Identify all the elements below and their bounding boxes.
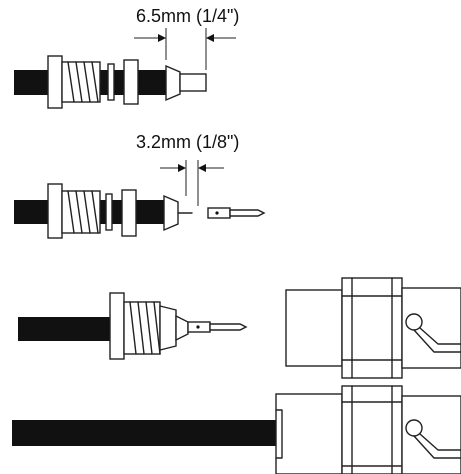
dielectric-cone	[165, 64, 181, 102]
pin-length-label: 3.2mm (1/8")	[136, 132, 239, 152]
step-4-installed-connector	[12, 385, 461, 474]
ferrule-ring	[107, 63, 115, 101]
strip-length-label: 6.5mm (1/4")	[136, 6, 239, 26]
sleeve	[159, 305, 177, 351]
strip-length-dimension: 6.5mm (1/4")	[134, 6, 239, 70]
plug-shell	[285, 289, 343, 367]
compression-nut	[109, 292, 125, 360]
center-pin	[207, 207, 266, 219]
coupling-nut	[341, 385, 403, 474]
plug-shell	[275, 393, 343, 474]
connector-body-upper	[285, 277, 461, 379]
cable-jacket	[12, 420, 280, 446]
step-1-stripped-cable: 6.5mm (1/4")	[14, 6, 239, 109]
ferrule-ring	[105, 193, 113, 231]
dielectric-cone	[163, 194, 179, 232]
compression-nut	[47, 55, 101, 109]
pin-length-dimension: 3.2mm (1/8")	[136, 132, 239, 206]
contact-spring	[419, 433, 461, 451]
step-3-assembled-plug	[18, 292, 248, 360]
step-2-center-pin: 3.2mm (1/8")	[14, 132, 266, 239]
coupling-nut	[341, 277, 403, 379]
exposed-dielectric	[179, 73, 207, 92]
contact-spring	[419, 327, 461, 345]
dielectric-cone	[175, 314, 189, 342]
cable-jacket	[18, 317, 118, 341]
compression-nut	[47, 183, 101, 239]
sleeve-ring	[121, 189, 137, 237]
center-pin	[187, 321, 248, 333]
nut-body	[123, 301, 161, 355]
sleeve-ring	[123, 59, 139, 105]
